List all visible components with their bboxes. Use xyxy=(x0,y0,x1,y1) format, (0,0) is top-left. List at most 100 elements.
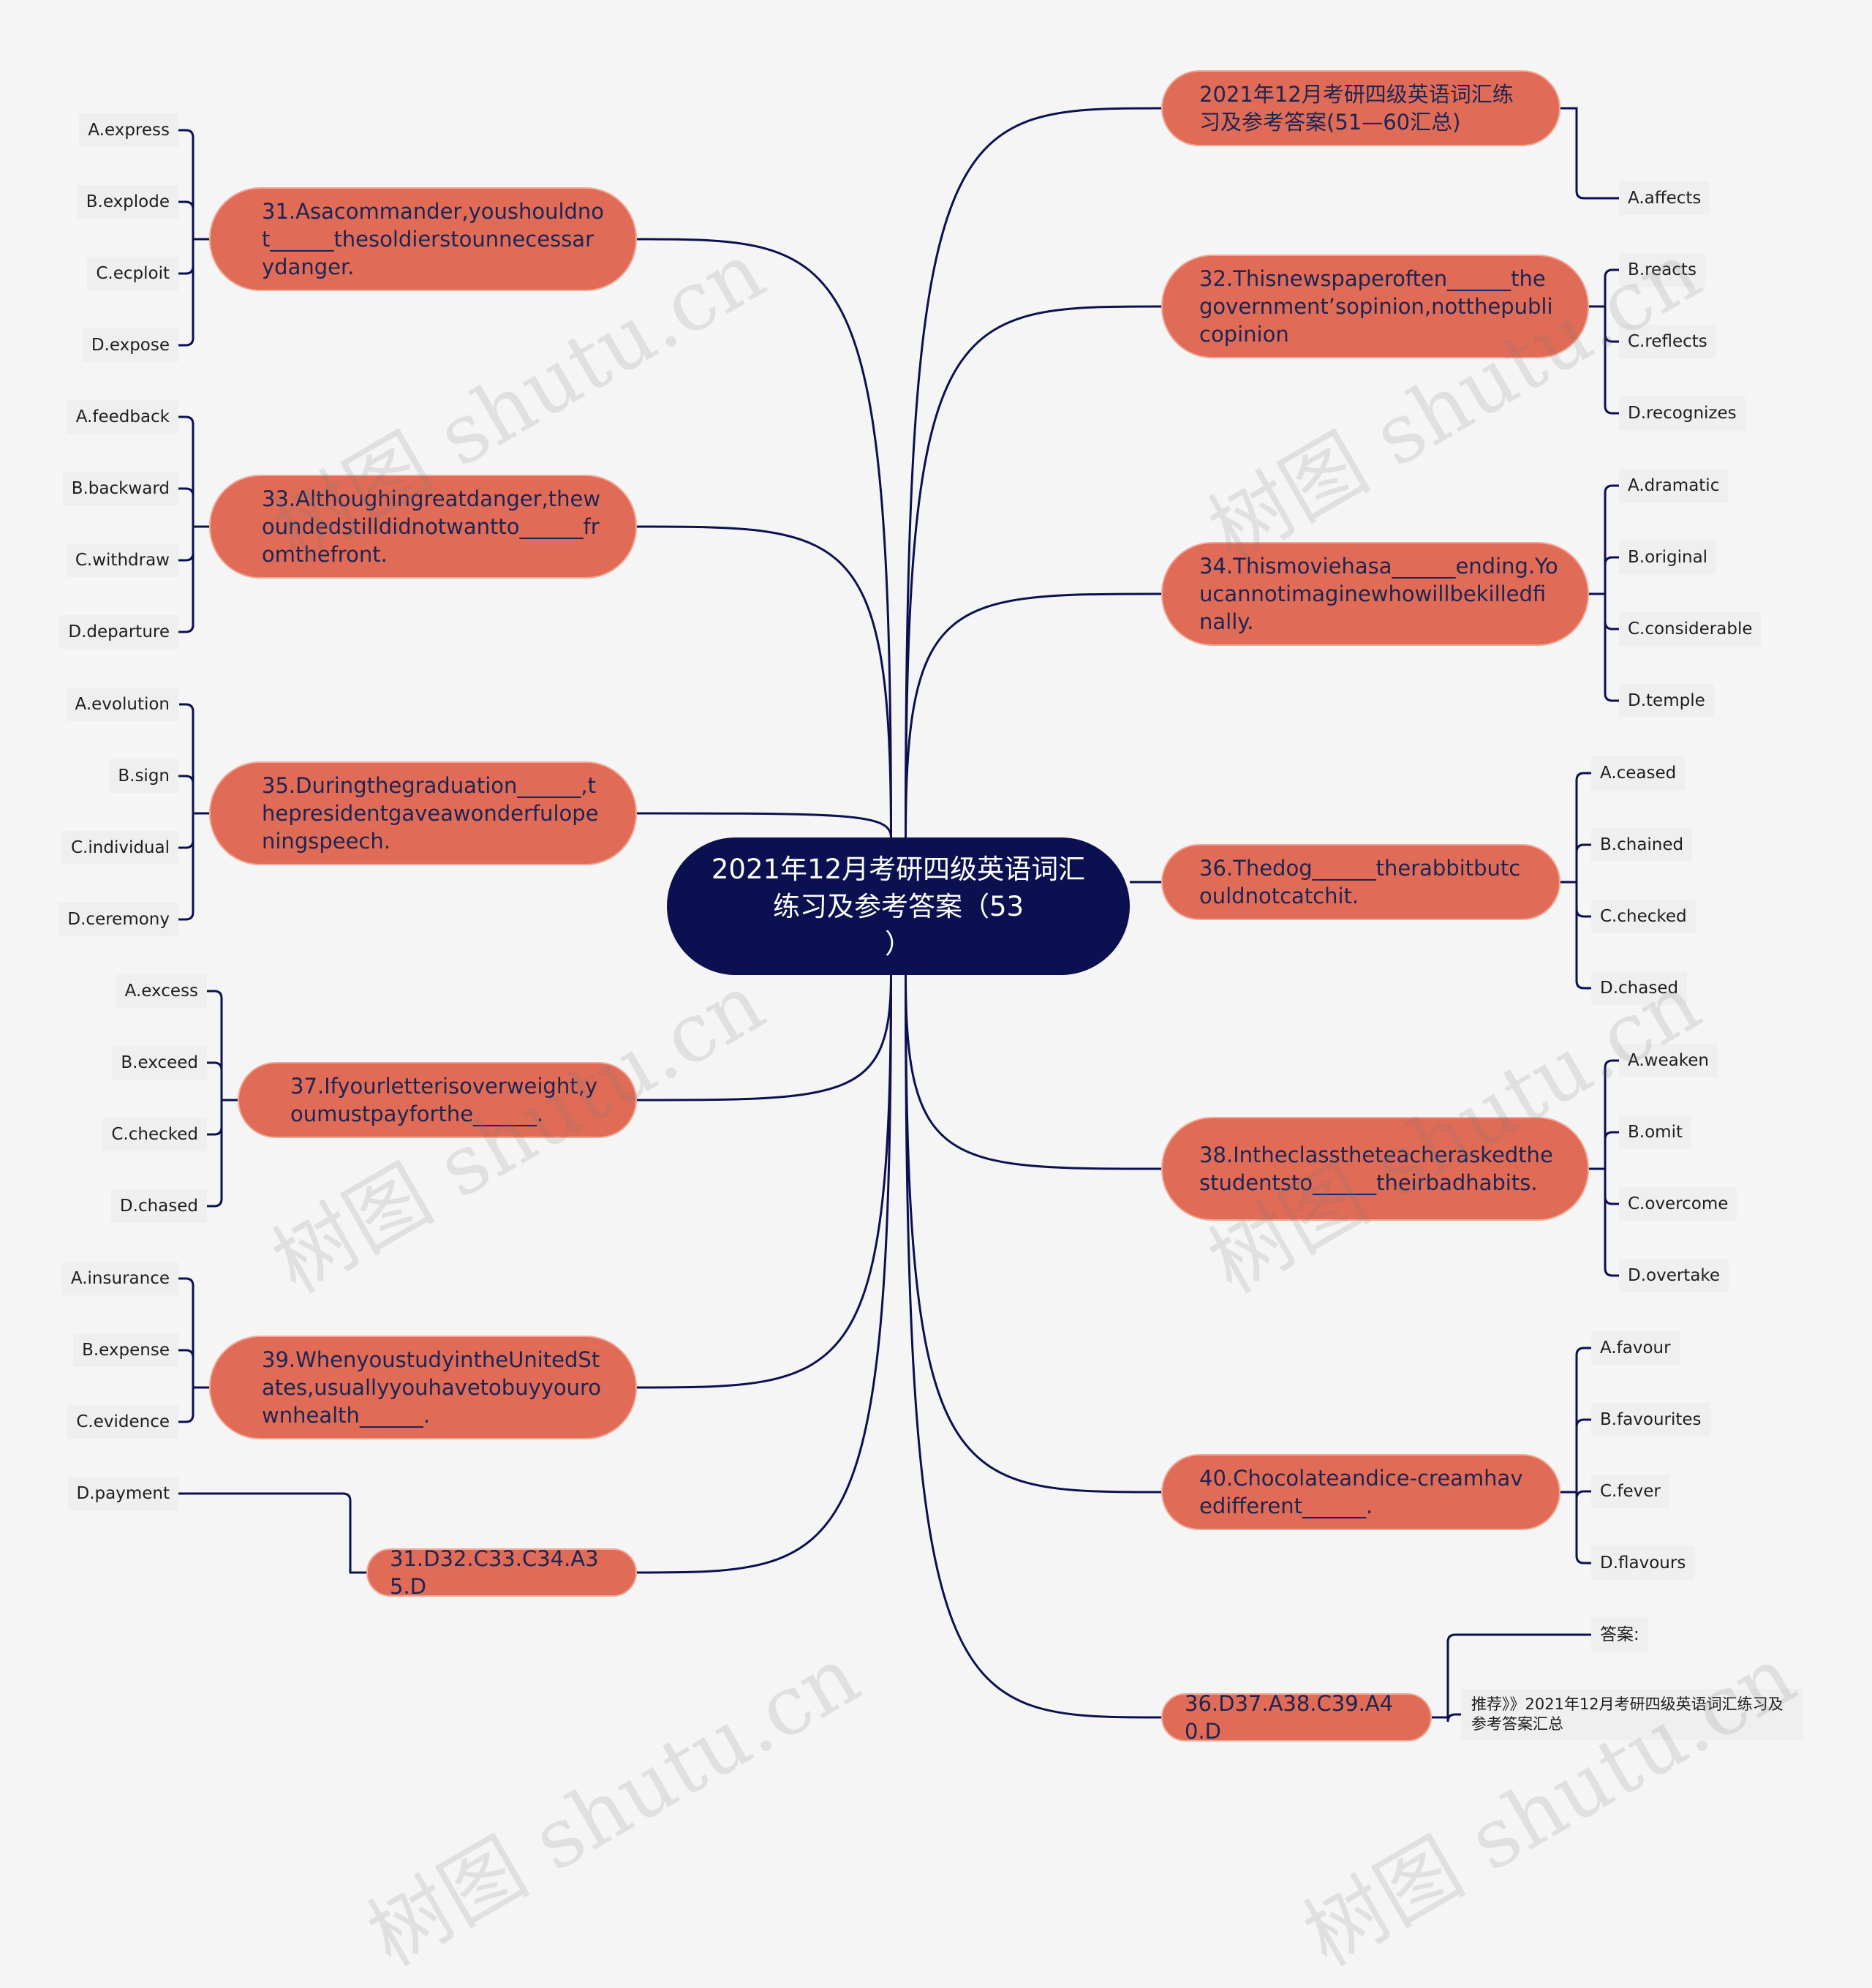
branch-label: 31.Asacommander,youshouldnot______thesol… xyxy=(262,199,605,279)
option-leaf[interactable]: B.omit xyxy=(1619,1115,1691,1149)
option-bracket xyxy=(178,200,209,241)
branch-label: 40.Chocolateandice-creamhavedifferent___… xyxy=(1199,1466,1523,1518)
branch-label: 36.Thedog______therabbitbutcouldnotcatch… xyxy=(1199,856,1521,908)
branch-summary-link[interactable]: 2021年12月考研四级英语词汇练习及参考答案(51—60汇总) xyxy=(1161,70,1560,146)
option-bracket xyxy=(1589,556,1619,595)
connector-line xyxy=(905,974,1162,1494)
option-leaf[interactable]: D.overtake xyxy=(1619,1259,1729,1292)
option-bracket xyxy=(1589,592,1619,702)
option-bracket xyxy=(207,990,238,1102)
option-leaf[interactable]: D.recognizes xyxy=(1619,396,1745,430)
branch-label: 36.D37.A38.C39.A40.D xyxy=(1185,1691,1394,1744)
option-leaf[interactable]: C.reflects xyxy=(1619,325,1716,358)
branch-question-33[interactable]: 33.Althoughingreatdanger,thewoundedstill… xyxy=(209,475,637,579)
central-topic[interactable]: 2021年12月考研四级英语词汇练习及参考答案（53 ） xyxy=(667,837,1130,975)
branch-answers-31-35[interactable]: 31.D32.C33.C34.A35.D xyxy=(366,1546,637,1599)
option-leaf[interactable]: D.ceremony xyxy=(58,903,178,936)
option-leaf[interactable]: A.express xyxy=(79,113,178,147)
option-leaf[interactable]: B.sign xyxy=(109,759,178,793)
option-bracket xyxy=(1589,484,1619,595)
option-leaf[interactable]: B.chained xyxy=(1591,828,1693,862)
option-leaf[interactable]: B.explode xyxy=(77,185,178,219)
connector-line xyxy=(636,238,892,838)
option-leaf[interactable]: C.fever xyxy=(1591,1475,1669,1508)
option-leaf[interactable]: D.expose xyxy=(82,328,178,362)
option-bracket xyxy=(178,525,209,633)
option-leaf[interactable]: C.checked xyxy=(102,1118,207,1151)
option-leaf[interactable]: B.reacts xyxy=(1619,253,1705,287)
mind-map-canvas: 2021年12月考研四级英语词汇练习及参考答案（53 ） 31.Asacomma… xyxy=(58,70,1811,1985)
branch-question-39[interactable]: 39.WhenyoustudyintheUnitedStates,usually… xyxy=(209,1336,637,1439)
connector-line xyxy=(636,974,892,1574)
option-leaf[interactable]: B.favourites xyxy=(1591,1403,1710,1437)
option-bracket xyxy=(178,1492,366,1574)
branch-question-32[interactable]: 32.Thisnewspaperoften______thegovernment… xyxy=(1161,255,1589,358)
branch-label: 34.Thismoviehasa______ending.Youcannotim… xyxy=(1199,554,1558,634)
option-leaf[interactable]: C.considerable xyxy=(1619,612,1762,646)
option-bracket xyxy=(178,238,209,347)
branch-question-38[interactable]: 38.Intheclasstheteacheraskedthestudentst… xyxy=(1161,1117,1589,1221)
option-bracket xyxy=(178,1386,209,1423)
option-leaf[interactable]: C.checked xyxy=(1591,900,1696,933)
connector-line xyxy=(636,974,892,1389)
option-leaf[interactable]: D.payment xyxy=(67,1477,178,1510)
option-leaf[interactable]: D.temple xyxy=(1619,684,1714,718)
connector-line xyxy=(905,305,1162,838)
option-leaf[interactable]: C.ecploit xyxy=(87,257,178,290)
connector-line xyxy=(636,974,892,1102)
connector-line xyxy=(905,592,1162,838)
central-topic-label: 2021年12月考研四级英语词汇练习及参考答案（53 ） xyxy=(711,853,1086,960)
option-leaf[interactable]: C.withdraw xyxy=(66,543,178,577)
option-bracket xyxy=(178,487,209,528)
option-bracket xyxy=(1432,1713,1461,1722)
option-leaf[interactable]: A.affects xyxy=(1619,181,1710,215)
option-bracket xyxy=(1432,1633,1591,1719)
branch-label: 32.Thisnewspaperoften______thegovernment… xyxy=(1199,266,1553,347)
branch-label: 39.WhenyoustudyintheUnitedStates,usually… xyxy=(262,1347,602,1428)
option-leaf[interactable]: C.evidence xyxy=(67,1405,178,1439)
branch-question-36[interactable]: 36.Thedog______therabbitbutcouldnotcatch… xyxy=(1161,844,1560,920)
option-bracket xyxy=(1589,1131,1619,1170)
branch-question-35[interactable]: 35.Duringthegraduation______,thepresiden… xyxy=(209,761,637,865)
branch-question-37[interactable]: 37.Ifyourletterisoverweight,youmustpayfo… xyxy=(238,1062,637,1138)
option-leaf[interactable]: A.ceased xyxy=(1591,756,1686,790)
connector-line xyxy=(905,974,1162,1719)
option-leaf[interactable]: D.chased xyxy=(1591,971,1688,1005)
option-leaf[interactable]: D.flavours xyxy=(1591,1546,1695,1580)
option-leaf[interactable]: A.dramatic xyxy=(1619,469,1729,502)
option-leaf[interactable]: A.insurance xyxy=(61,1262,178,1295)
option-bracket xyxy=(178,1277,209,1389)
connector-line xyxy=(636,812,892,838)
option-leaf[interactable]: C.overcome xyxy=(1619,1187,1737,1221)
branch-label: 33.Althoughingreatdanger,thewoundedstill… xyxy=(262,486,601,567)
option-leaf[interactable]: D.chased xyxy=(110,1189,207,1223)
answer-label-leaf: 答案: xyxy=(1591,1618,1648,1652)
branch-answers-36-40[interactable]: 36.D37.A38.C39.A40.D xyxy=(1161,1691,1432,1744)
option-bracket xyxy=(1560,1491,1591,1565)
option-leaf[interactable]: B.original xyxy=(1619,541,1717,574)
option-leaf[interactable]: A.evolution xyxy=(66,688,178,721)
option-leaf[interactable]: A.favour xyxy=(1591,1331,1680,1365)
option-leaf[interactable]: C.individual xyxy=(62,831,178,865)
option-leaf[interactable]: A.feedback xyxy=(67,400,178,434)
option-bracket xyxy=(179,703,209,815)
branch-question-34[interactable]: 34.Thismoviehasa______ending.Youcannotim… xyxy=(1161,542,1589,646)
option-bracket xyxy=(1589,1167,1619,1277)
option-leaf[interactable]: B.backward xyxy=(62,472,178,505)
option-leaf[interactable]: B.exceed xyxy=(112,1046,207,1080)
option-leaf[interactable]: B.expense xyxy=(73,1333,178,1367)
option-bracket xyxy=(1589,1059,1619,1170)
option-bracket xyxy=(1560,772,1591,884)
option-leaf[interactable]: A.weaken xyxy=(1619,1044,1718,1077)
connector-lines xyxy=(178,107,1619,1722)
recommend-link-leaf[interactable]: 推荐》》2021年12月考研四级英语词汇练习及参考答案汇总 xyxy=(1461,1689,1803,1740)
branch-label: 31.D32.C33.C34.A35.D xyxy=(390,1546,599,1599)
branch-question-31[interactable]: 31.Asacommander,youshouldnot______thesol… xyxy=(209,187,637,291)
option-leaf[interactable]: D.departure xyxy=(59,615,178,649)
branch-label: 35.Duringthegraduation______,thepresiden… xyxy=(262,773,599,854)
connector-line xyxy=(905,974,1162,1170)
option-bracket xyxy=(207,1099,238,1208)
option-leaf[interactable]: A.excess xyxy=(116,974,207,1008)
branch-question-40[interactable]: 40.Chocolateandice-creamhavedifferent___… xyxy=(1161,1454,1560,1530)
option-bracket xyxy=(178,129,209,241)
